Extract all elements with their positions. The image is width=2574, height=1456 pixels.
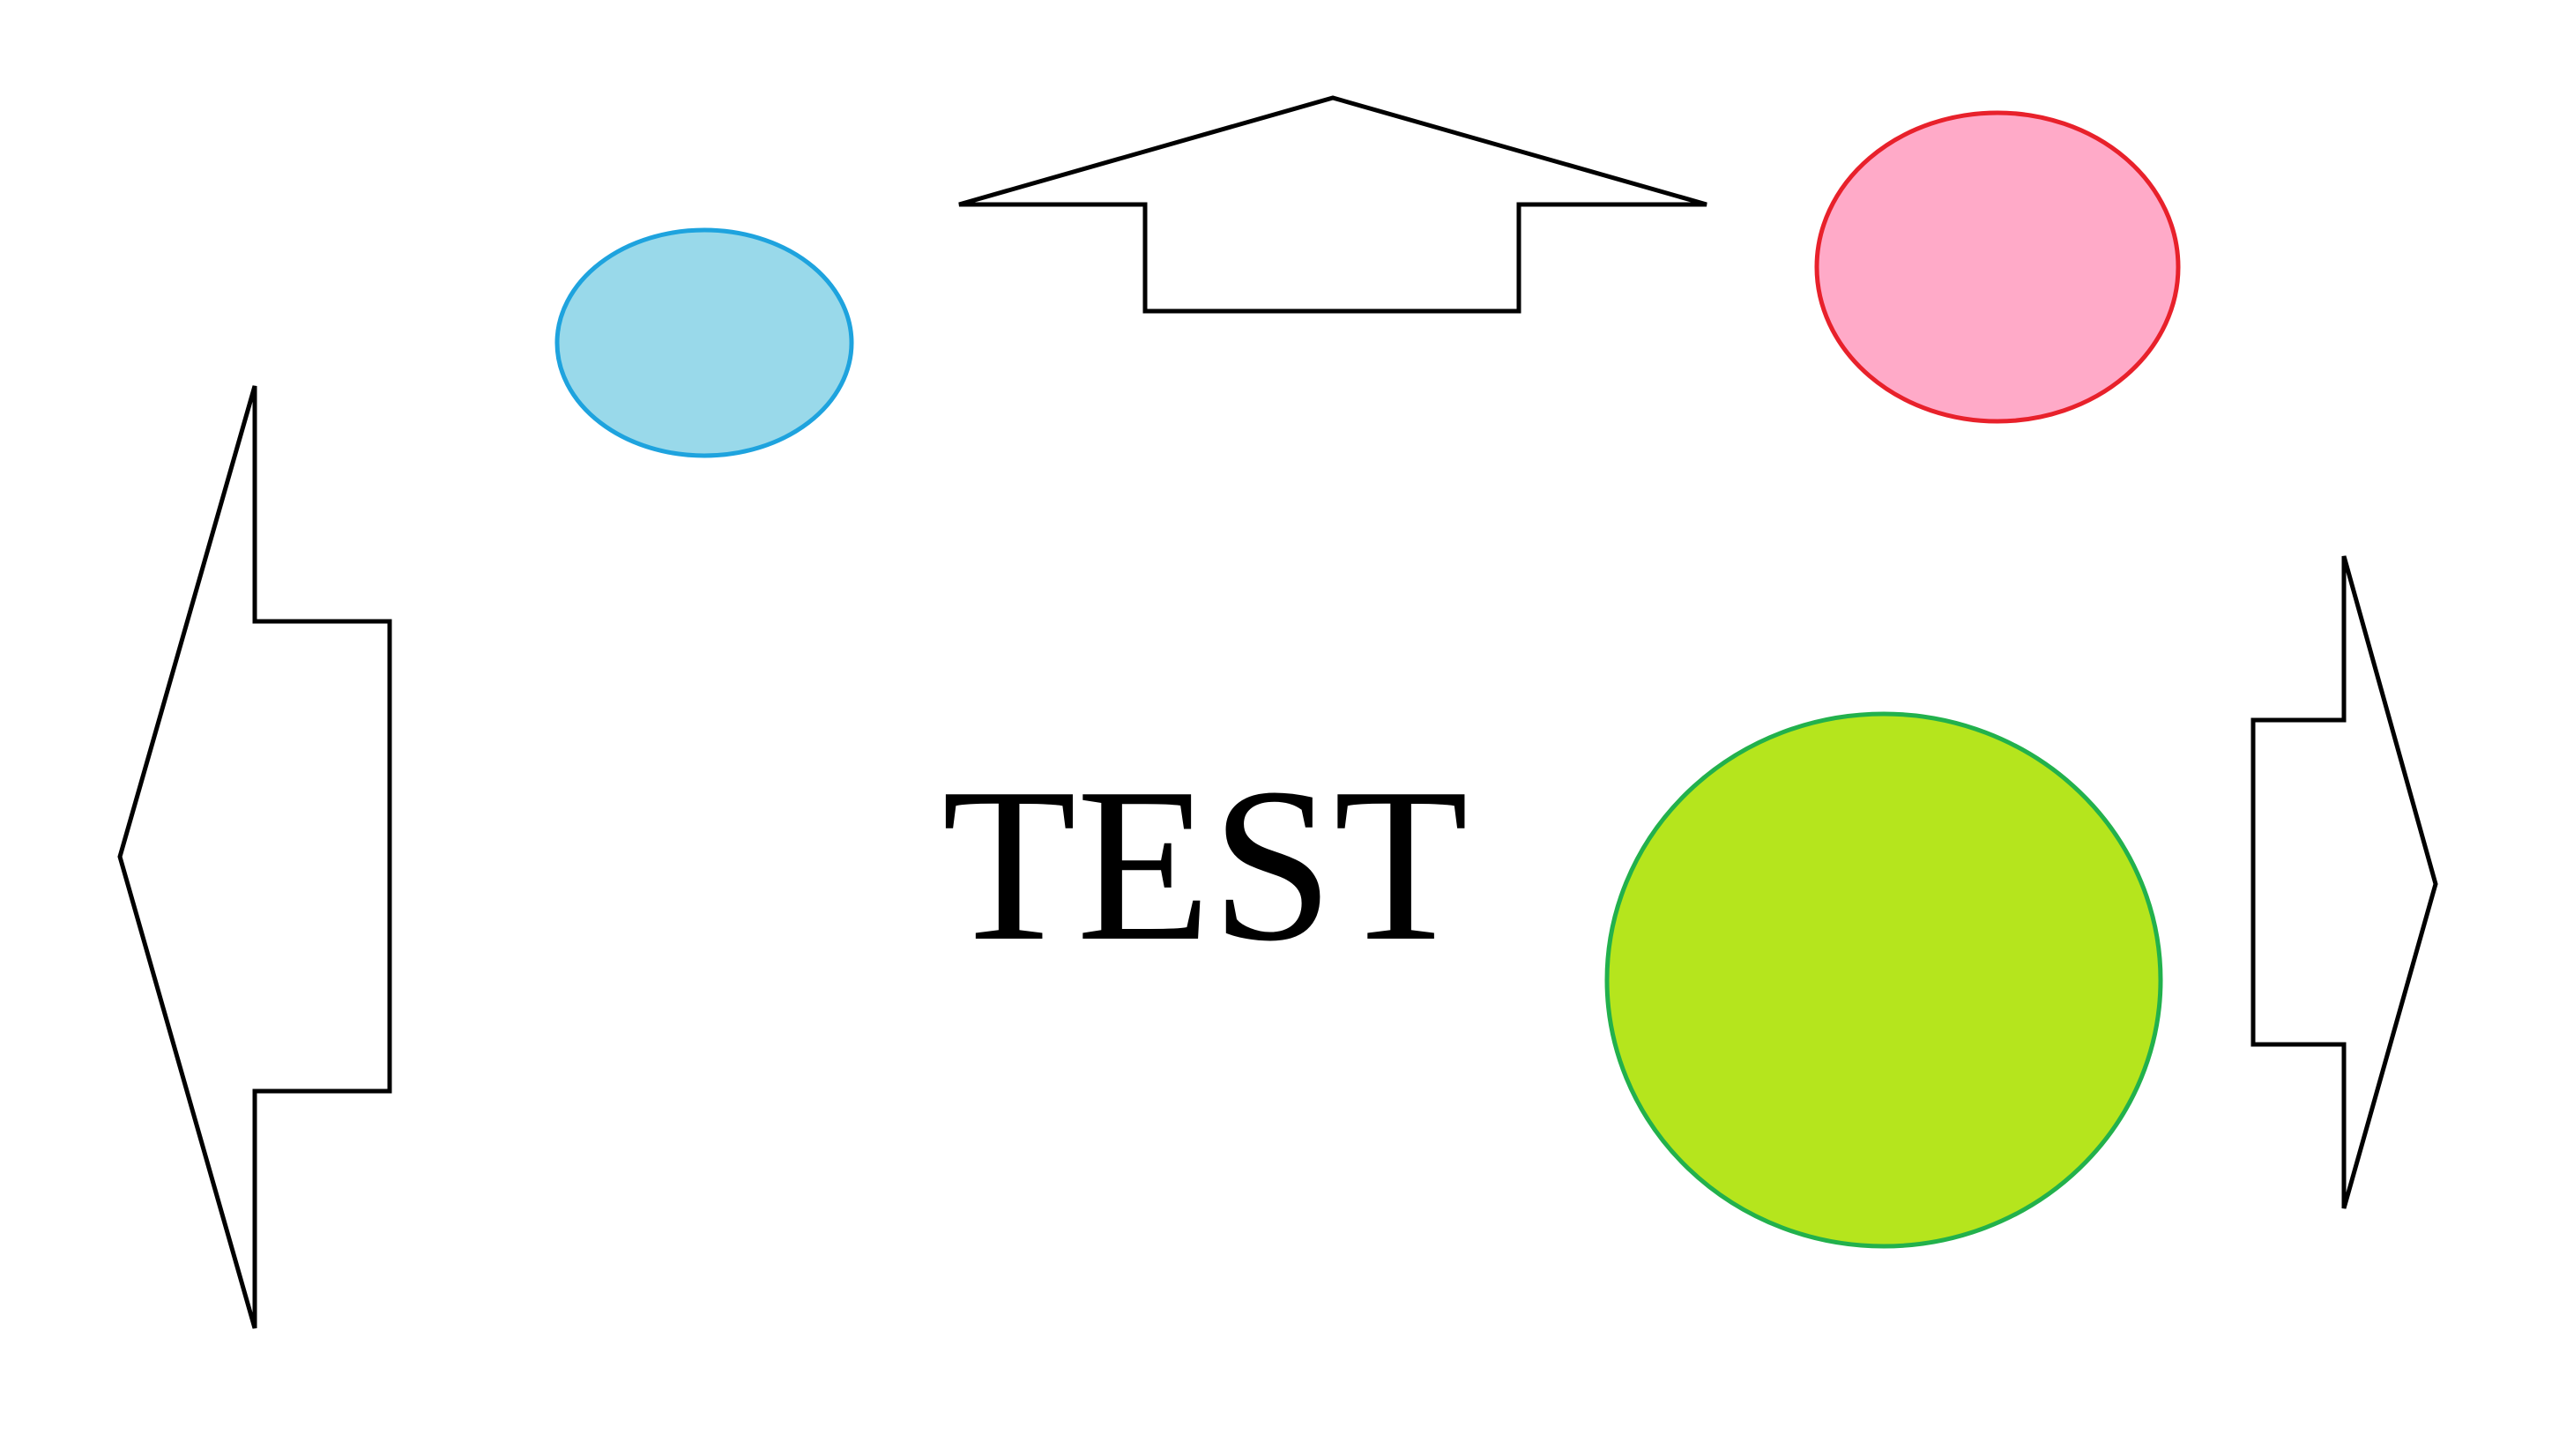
center-label: TEST — [941, 743, 1468, 987]
left-arrow-shape — [117, 385, 392, 1329]
up-arrow-shape — [958, 95, 1707, 314]
right-arrow-shape — [2250, 555, 2438, 1209]
blue-ellipse-shape — [554, 227, 854, 458]
pink-ellipse-shape — [1814, 110, 2181, 424]
green-circle-shape — [1604, 711, 2163, 1249]
